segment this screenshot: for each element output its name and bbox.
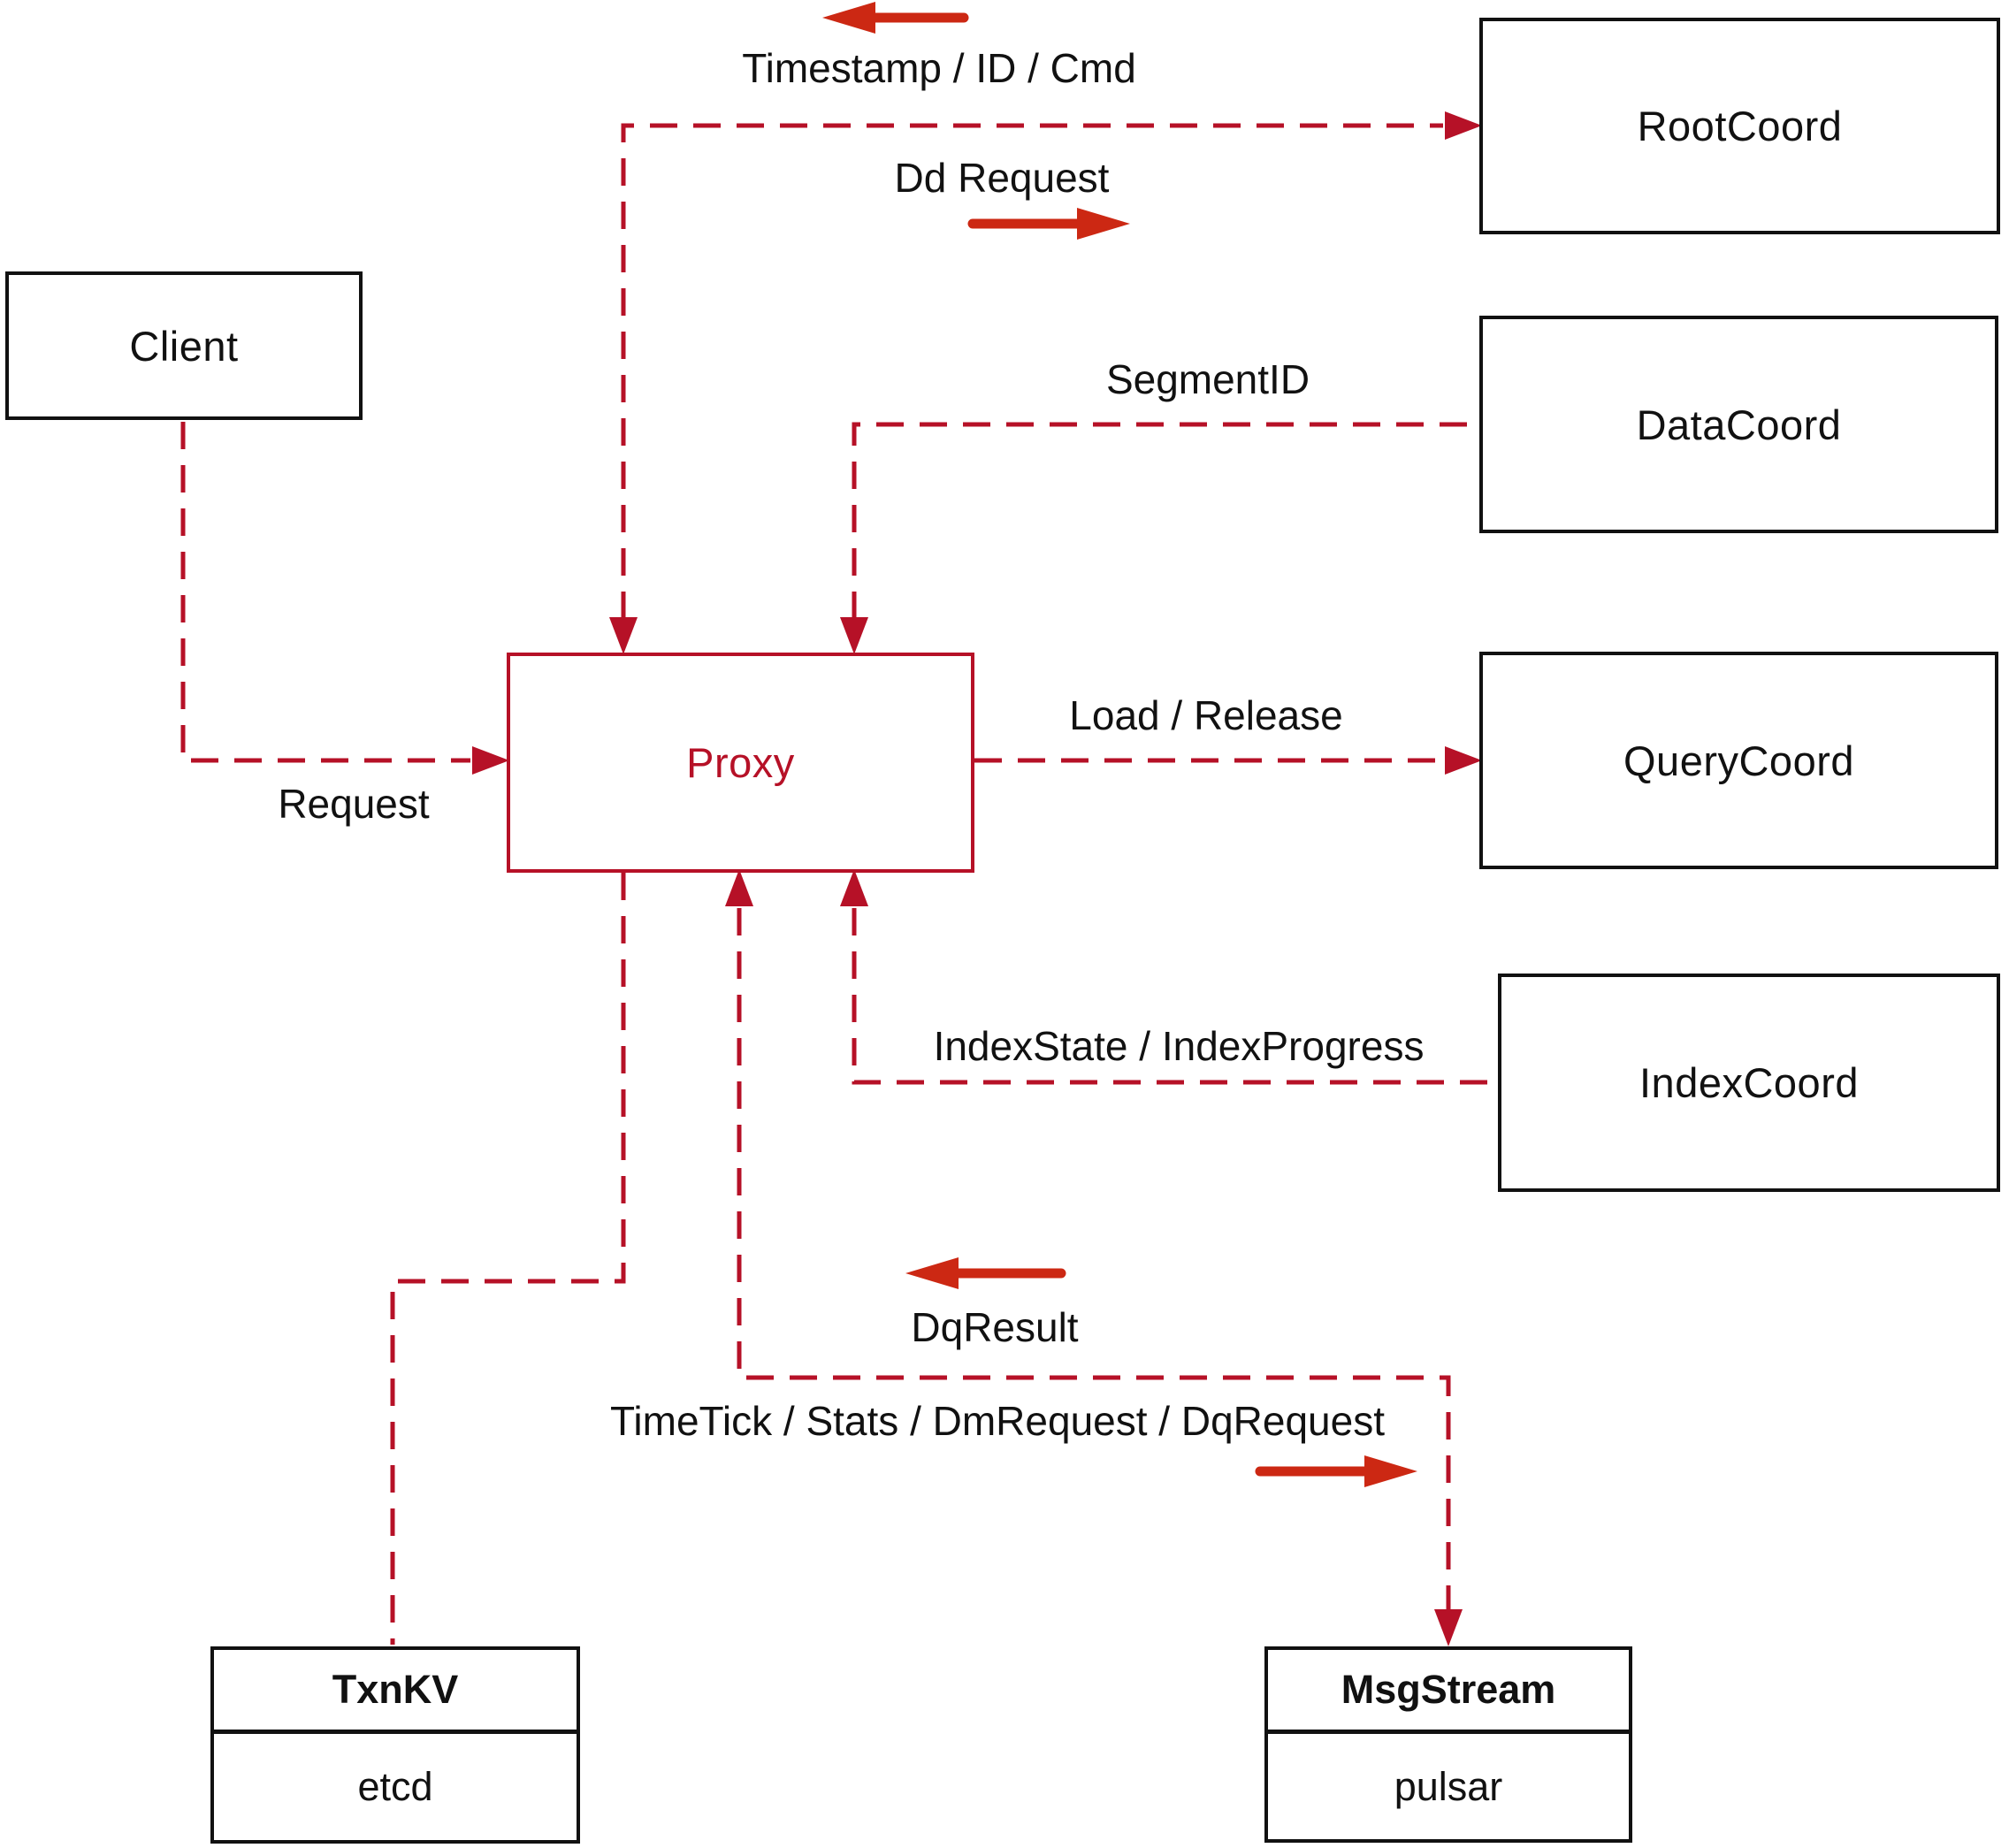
connector-proxy-txnkv bbox=[390, 873, 626, 1645]
direction-arrow-right-timetick-icon bbox=[1255, 1455, 1417, 1487]
connector-client-proxy bbox=[180, 422, 470, 763]
node-client: Client bbox=[5, 271, 363, 420]
node-rootcoord: RootCoord bbox=[1479, 18, 2000, 234]
node-msgstream: MsgStream pulsar bbox=[1264, 1646, 1632, 1843]
direction-arrow-left-timestamp-icon bbox=[822, 2, 969, 34]
node-client-label: Client bbox=[129, 322, 239, 370]
connector-datacoord-proxy bbox=[852, 422, 1478, 619]
edge-label-segment-id: SegmentID bbox=[1105, 356, 1310, 402]
direction-arrow-right-dd-request-icon bbox=[967, 208, 1130, 240]
node-querycoord: QueryCoord bbox=[1479, 652, 1998, 869]
edge-label-dq-result: DqResult bbox=[911, 1304, 1079, 1350]
node-indexcoord-label: IndexCoord bbox=[1639, 1059, 1859, 1106]
edge-label-index-state-progress: IndexState / IndexProgress bbox=[933, 1023, 1425, 1069]
arrowhead-down-into-proxy-from-rootcoord-icon bbox=[609, 617, 638, 654]
edge-label-time-tick: TimeTick / Stats / DmRequest / DqRequest bbox=[610, 1398, 1385, 1444]
node-msgstream-title: MsgStream bbox=[1268, 1650, 1629, 1734]
arrowhead-down-into-msgstream-icon bbox=[1434, 1609, 1463, 1646]
connector-proxy-msgstream bbox=[737, 908, 1451, 1610]
edge-label-request: Request bbox=[278, 781, 430, 827]
node-txnkv-subtitle: etcd bbox=[357, 1764, 433, 1809]
node-datacoord-label: DataCoord bbox=[1636, 401, 1842, 448]
edge-label-dd-request: Dd Request bbox=[894, 155, 1110, 201]
arrowhead-down-into-proxy-from-datacoord-icon bbox=[840, 617, 868, 654]
direction-arrow-left-dqresult-icon bbox=[905, 1257, 1066, 1289]
edge-label-timestamp-id-cmd: Timestamp / ID / Cmd bbox=[742, 45, 1136, 91]
node-proxy-label: Proxy bbox=[686, 739, 795, 786]
arrowhead-right-into-rootcoord-icon bbox=[1445, 111, 1482, 140]
node-datacoord: DataCoord bbox=[1479, 316, 1998, 533]
node-txnkv: TxnKV etcd bbox=[210, 1646, 580, 1844]
node-indexcoord: IndexCoord bbox=[1498, 974, 2000, 1192]
node-proxy: Proxy bbox=[507, 653, 974, 873]
connector-proxy-rootcoord bbox=[621, 123, 1443, 619]
arrowhead-up-into-proxy-from-indexcoord-icon bbox=[840, 869, 868, 906]
node-msgstream-subtitle: pulsar bbox=[1394, 1763, 1503, 1809]
node-rootcoord-label: RootCoord bbox=[1637, 103, 1843, 149]
node-querycoord-label: QueryCoord bbox=[1623, 737, 1854, 784]
edge-label-load-release: Load / Release bbox=[1069, 692, 1343, 738]
arrowhead-right-into-querycoord-icon bbox=[1445, 746, 1482, 775]
connector-indexcoord-proxy bbox=[852, 908, 1496, 1085]
arrowhead-up-into-proxy-from-msgstream-icon bbox=[725, 869, 753, 906]
node-txnkv-title: TxnKV bbox=[214, 1650, 577, 1734]
arrowhead-right-into-proxy-from-client-icon bbox=[472, 746, 509, 775]
